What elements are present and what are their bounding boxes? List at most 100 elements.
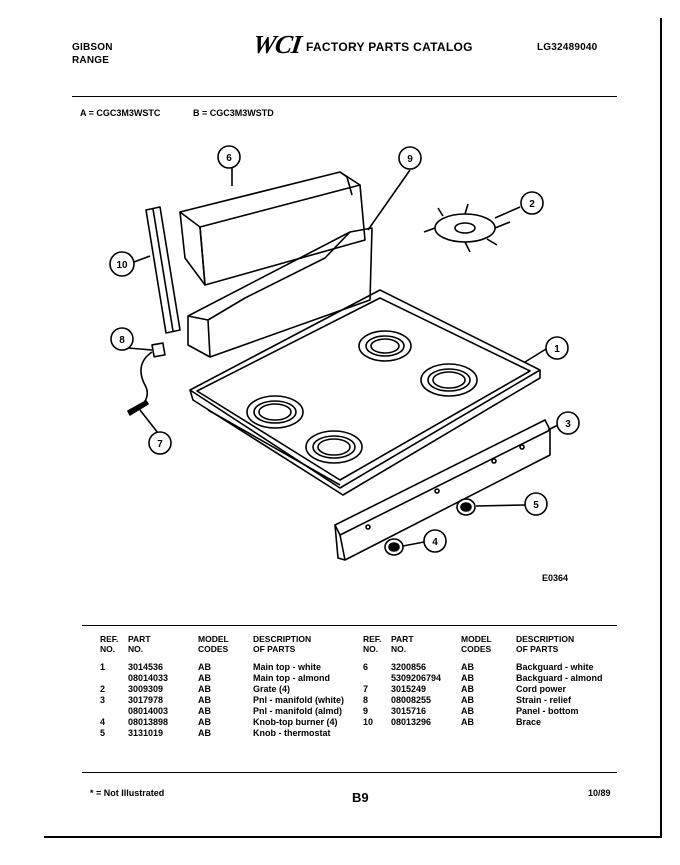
cell-code: AB [198, 728, 211, 738]
cell-ref: 10 [363, 717, 374, 727]
main-top-part [189, 289, 541, 496]
cell-part: 08014003 [128, 706, 169, 716]
model-header-2: CODES [198, 644, 229, 654]
table-bottom-rule [82, 772, 617, 773]
callout-9: 9 [407, 154, 413, 165]
cell-code: AB [461, 695, 474, 705]
table-row: 10 08013296 AB Brace [363, 717, 626, 728]
bottom-panel-part [187, 227, 373, 358]
cell-ref: 8 [363, 695, 369, 705]
table-row: 1 3014536 AB Main top - white [100, 662, 363, 673]
table-row: 9 3015716 AB Panel - bottom [363, 706, 626, 717]
part-header-1: PART [128, 634, 151, 644]
cell-code: AB [461, 662, 474, 672]
cell-part: 3015716 [391, 706, 427, 716]
cell-desc: Backguard - almond [516, 673, 603, 683]
ref-header-1: REF. [100, 634, 119, 644]
model-b: B = CGC3M3WSTD [193, 108, 274, 118]
cell-ref: 5 [100, 728, 106, 738]
cell-desc: Pnl - manifold (almd) [253, 706, 342, 716]
desc-header-2: OF PARTS [253, 644, 296, 654]
thermostat-knob-part [456, 498, 476, 516]
cell-desc: Pnl - manifold (white) [253, 695, 344, 705]
cell-code: AB [461, 717, 474, 727]
cell-desc: Main top - white [253, 662, 321, 672]
cell-desc: Knob-top burner (4) [253, 717, 338, 727]
callout-6: 6 [226, 153, 232, 164]
catalog-number: LG32489040 [537, 42, 598, 53]
figure-code: E0364 [542, 573, 569, 583]
table-row: 2 3009309 AB Grate (4) [100, 684, 363, 695]
cell-desc: Knob - thermostat [253, 728, 331, 738]
cell-desc: Backguard - white [516, 662, 594, 672]
cell-code: AB [461, 706, 474, 716]
cell-code: AB [198, 662, 211, 672]
manifold-panel-part [334, 419, 551, 561]
cell-part: 08014033 [128, 673, 169, 683]
revision-date: 10/89 [588, 788, 611, 798]
cell-part: 3131019 [128, 728, 164, 738]
cell-part: 3009309 [128, 684, 164, 694]
model-a: A = CGC3M3WSTC [80, 108, 161, 118]
cell-part: 3200856 [391, 662, 427, 672]
callout-3: 3 [565, 419, 571, 430]
cell-part: 08008255 [391, 695, 432, 705]
cell-ref: 3 [100, 695, 106, 705]
cell-code: AB [198, 695, 211, 705]
cell-code: AB [461, 684, 474, 694]
product-name: RANGE [72, 55, 110, 66]
callout-4: 4 [432, 537, 438, 548]
cell-part: 3014536 [128, 662, 164, 672]
grate-part [423, 203, 511, 253]
table-row: 3 3017978 AB Pnl - manifold (white) [100, 695, 363, 706]
ref-header-2: NO. [363, 644, 379, 654]
cell-desc: Grate (4) [253, 684, 291, 694]
brand-name: GIBSON [72, 42, 113, 53]
cell-part: 08013296 [391, 717, 432, 727]
cell-part: 3017978 [128, 695, 164, 705]
callout-10: 10 [116, 260, 128, 271]
callout-2: 2 [529, 199, 535, 210]
page-number: B9 [352, 790, 369, 805]
cell-part: 08013898 [128, 717, 169, 727]
callout-1: 1 [554, 344, 560, 355]
brace-part [145, 206, 181, 334]
cell-desc: Strain - relief [516, 695, 572, 705]
part-header-2: NO. [391, 644, 407, 654]
part-header-2: NO. [128, 644, 144, 654]
cell-ref: 1 [100, 662, 106, 672]
callout-5: 5 [533, 500, 539, 511]
header-rule [72, 96, 617, 97]
power-cord-part [127, 342, 166, 416]
page-frame [44, 18, 662, 838]
table-top-rule [82, 625, 617, 626]
part-header-1: PART [391, 634, 414, 644]
cell-ref [363, 673, 391, 684]
cell-code: AB [198, 684, 211, 694]
model-header-1: MODEL [198, 634, 229, 644]
not-illustrated-note: * = Not Illustrated [90, 788, 165, 798]
model-header-1: MODEL [461, 634, 492, 644]
cell-ref [100, 706, 128, 717]
cell-ref: 9 [363, 706, 369, 716]
cell-ref: 2 [100, 684, 106, 694]
callout-7: 7 [157, 439, 163, 450]
cell-code: AB [198, 717, 211, 727]
desc-header-1: DESCRIPTION [253, 634, 312, 644]
cell-desc: Cord power [516, 684, 567, 694]
table-row: 5 3131019 AB Knob - thermostat [100, 728, 363, 739]
cell-part: 3015249 [391, 684, 427, 694]
cell-desc: Brace [516, 717, 542, 727]
cell-desc: Panel - bottom [516, 706, 579, 716]
cell-ref: 6 [363, 662, 369, 672]
cell-code: AB [461, 673, 474, 683]
model-header-2: CODES [461, 644, 492, 654]
